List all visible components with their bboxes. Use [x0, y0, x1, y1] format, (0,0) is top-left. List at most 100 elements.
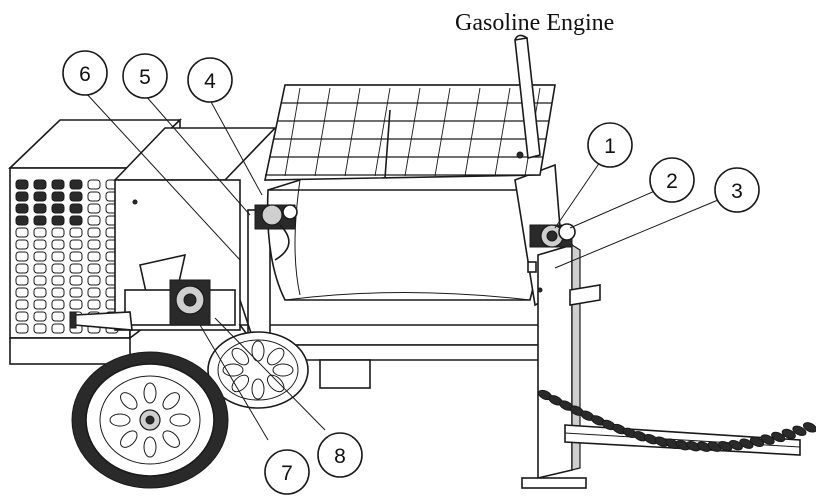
vent-slot: [51, 323, 65, 334]
vent-slot: [51, 227, 65, 238]
vent-slot: [51, 275, 65, 286]
vent-slot: [33, 227, 47, 238]
callout-label: 3: [731, 180, 743, 203]
vent-slot: [51, 287, 65, 298]
leader-8: [214, 317, 326, 431]
vent-slot: [15, 203, 29, 214]
diagram-title: Gasoline Engine: [455, 10, 614, 36]
vent-slot: [51, 215, 65, 226]
callout-6: 6: [62, 50, 108, 96]
callout-label: 8: [334, 445, 346, 468]
vent-slot: [33, 287, 47, 298]
right-bearing-assembly: [529, 223, 576, 248]
leader-4: [209, 99, 263, 196]
vent-slot: [69, 263, 83, 274]
callout-1: 1: [587, 122, 633, 168]
leader-2: [569, 189, 658, 229]
vent-slot: [15, 227, 29, 238]
vent-slot: [87, 227, 101, 238]
vent-slot: [87, 263, 101, 274]
vent-slot: [33, 251, 47, 262]
leader-3: [554, 199, 719, 269]
callout-5: 5: [122, 53, 168, 99]
vent-slot: [15, 287, 29, 298]
callout-7: 7: [264, 449, 310, 495]
drum-grate: [264, 84, 556, 181]
vent-slot: [33, 191, 47, 202]
vent-slot: [69, 299, 83, 310]
vent-slot: [69, 239, 83, 250]
leader-5: [144, 94, 251, 216]
vent-slot: [51, 263, 65, 274]
vent-slot: [51, 239, 65, 250]
vent-slot: [15, 191, 29, 202]
callout-label: 7: [281, 462, 293, 485]
vent-slot: [33, 263, 47, 274]
vent-slot: [87, 299, 101, 310]
safety-chain: [537, 389, 816, 452]
vent-slot: [33, 299, 47, 310]
vent-slot: [15, 299, 29, 310]
callout-2: 2: [649, 157, 695, 203]
vent-slot: [69, 251, 83, 262]
vent-slot: [69, 179, 83, 190]
callout-label: 5: [139, 66, 151, 89]
callout-3: 3: [714, 167, 760, 213]
vent-slot: [33, 311, 47, 322]
vent-slot: [33, 275, 47, 286]
front-wheel: [71, 351, 229, 489]
vent-slot: [33, 179, 47, 190]
right-stand: [521, 243, 601, 489]
vent-slot: [69, 203, 83, 214]
vent-slot: [15, 263, 29, 274]
callout-label: 6: [79, 63, 91, 86]
vent-slot: [69, 275, 83, 286]
vent-slot: [15, 179, 29, 190]
engine-assembly: [69, 253, 236, 331]
vent-slot: [15, 323, 29, 334]
vent-slot: [87, 215, 101, 226]
vent-slot: [51, 203, 65, 214]
leader-lines: [84, 91, 719, 441]
vent-slot: [51, 251, 65, 262]
vent-slot: [33, 215, 47, 226]
vent-slot: [15, 311, 29, 322]
vent-slot: [51, 311, 65, 322]
vent-slot: [51, 179, 65, 190]
vent-slot: [87, 203, 101, 214]
vent-slot: [15, 239, 29, 250]
leader-7: [199, 324, 269, 441]
vent-slot: [69, 287, 83, 298]
vent-slot: [69, 191, 83, 202]
rear-wheel: [207, 331, 309, 409]
vent-slot: [69, 227, 83, 238]
vent-slot: [15, 275, 29, 286]
callout-label: 4: [204, 70, 216, 93]
dump-handle: [514, 34, 541, 159]
callout-8: 8: [317, 432, 363, 478]
vent-slot: [33, 239, 47, 250]
vent-slot: [69, 215, 83, 226]
vent-slot: [33, 323, 47, 334]
vent-slot: [51, 191, 65, 202]
leader-6: [84, 91, 241, 261]
vent-slot: [87, 287, 101, 298]
left-bearing-assembly: [254, 204, 298, 261]
vent-slot: [87, 275, 101, 286]
vent-slot: [51, 299, 65, 310]
callout-label: 1: [604, 135, 616, 158]
mixer-frame: [199, 209, 577, 391]
vent-slot: [87, 251, 101, 262]
vent-slot: [87, 179, 101, 190]
vent-slot: [15, 251, 29, 262]
vent-slot: [15, 215, 29, 226]
vent-slot: [87, 191, 101, 202]
callout-4: 4: [187, 57, 233, 103]
callout-label: 2: [666, 170, 678, 193]
vent-slot: [87, 239, 101, 250]
vent-slot: [33, 203, 47, 214]
leader-1: [554, 161, 601, 229]
mixing-drum: [266, 163, 566, 307]
